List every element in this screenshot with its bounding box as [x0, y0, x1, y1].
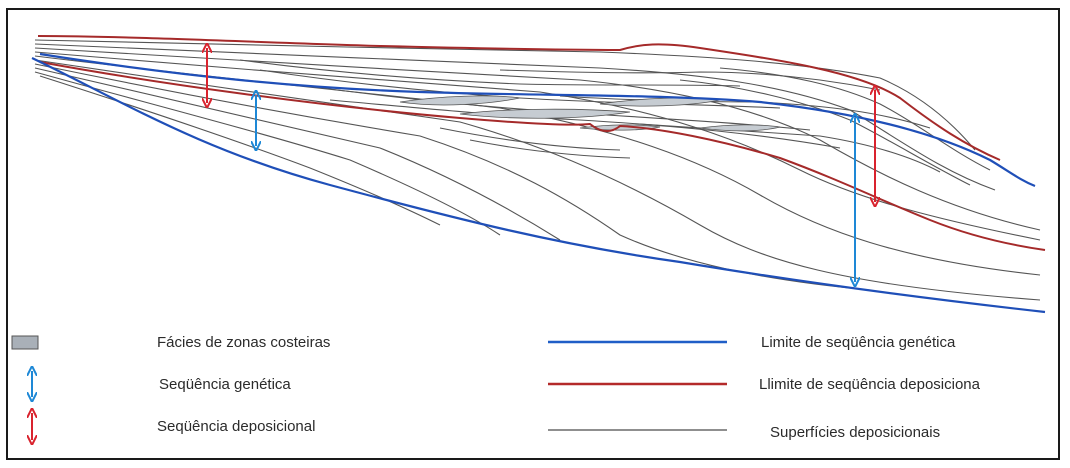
blue-boundary-lower [31, 57, 1046, 314]
surface-line [39, 75, 441, 226]
legend-facies-label: Fácies de zonas costeiras [157, 334, 331, 351]
surface-line [34, 39, 976, 151]
facies-lens [399, 95, 521, 106]
surface-line [34, 59, 1041, 301]
surface-line [34, 43, 996, 191]
facies-lens [459, 108, 631, 119]
surface-line [439, 127, 621, 151]
depositional-surfaces [34, 39, 1041, 301]
surface-line [34, 55, 1041, 276]
surface-line [329, 99, 841, 149]
surface-line [239, 59, 741, 87]
red-boundary-lower [39, 61, 1046, 251]
legend-depositional-surfaces-label: Superfícies deposicionais [770, 424, 941, 441]
surface-line [34, 51, 1041, 241]
genetic-sequence-boundaries [31, 52, 1046, 314]
legend-symbols [11, 335, 727, 440]
facies-lens [699, 124, 781, 132]
legend-genetic-boundary-label: Limite de seqüência genética [761, 334, 956, 351]
legend-depositional-sequence-label: Seqüência deposicional [157, 418, 316, 435]
depositional-sequence-boundaries [37, 35, 1046, 251]
surface-line [639, 123, 941, 173]
legend-genetic-sequence-label: Seqüência genética [159, 376, 291, 393]
facies-swatch [11, 335, 39, 350]
surface-line [34, 71, 501, 236]
red-boundary-upper [37, 35, 1001, 161]
legend-depositional-boundary-label: Llimite de seqüência deposiciona [759, 376, 980, 393]
surface-line [679, 79, 971, 186]
diagram-frame [6, 8, 1060, 460]
surface-line [469, 139, 631, 159]
blue-boundary-upper [39, 52, 1036, 188]
surface-line [499, 69, 881, 91]
sequence-arrows [207, 48, 875, 282]
